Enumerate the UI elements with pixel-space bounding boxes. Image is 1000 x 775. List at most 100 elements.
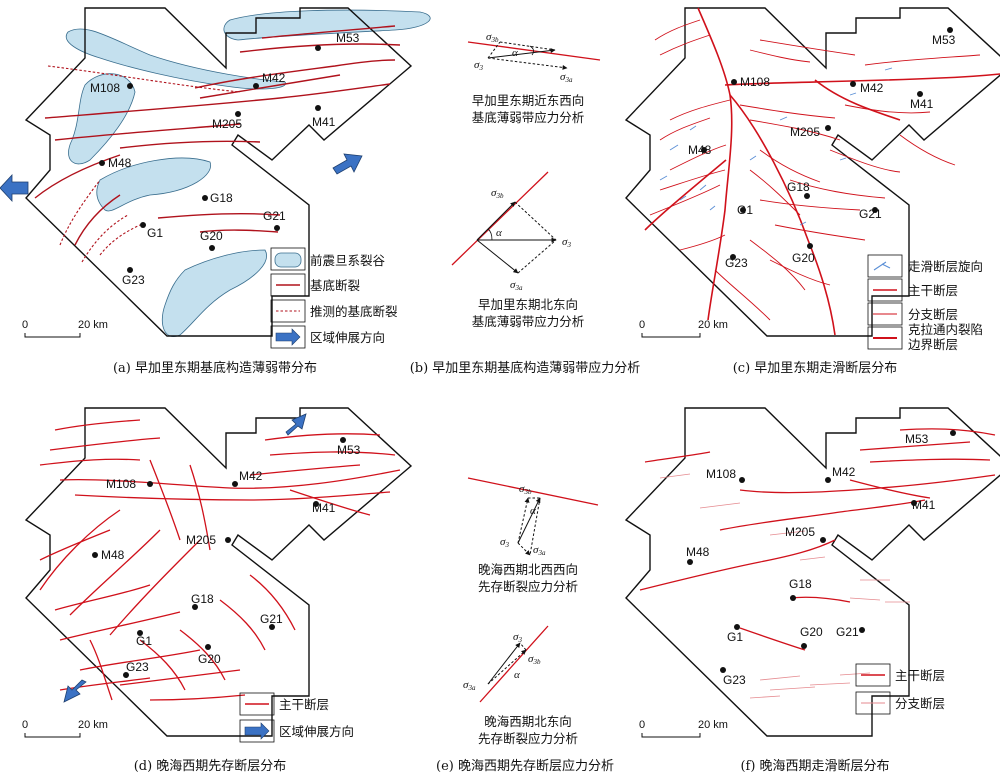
branch-fault [749, 695, 781, 699]
strike-slip-markers [659, 67, 893, 226]
fault-line [814, 79, 901, 121]
fault-line [54, 584, 151, 611]
fault-line [724, 73, 1000, 86]
fault-line [89, 639, 113, 701]
svg-text:20 km: 20 km [78, 319, 108, 331]
inferred-fault-line [99, 224, 141, 256]
well-label: M205 [212, 117, 242, 131]
fault-line [859, 441, 971, 451]
fault-line [219, 599, 266, 651]
branch-fault [759, 149, 821, 183]
legend: 主干断层 分支断层 [855, 663, 945, 715]
well-dot [225, 537, 231, 543]
svg-text:0: 0 [639, 319, 645, 331]
well-label: G20 [198, 652, 221, 666]
scale-bar: 0 20 km [639, 319, 728, 338]
svg-text:σ3: σ3 [562, 236, 571, 249]
well-dot [92, 552, 98, 558]
well-dot [235, 111, 241, 117]
fault-line [789, 596, 851, 603]
scale-bar: 0 20 km [22, 719, 108, 738]
fault-line [644, 159, 727, 231]
svg-text:σ3: σ3 [500, 536, 509, 549]
legend-label: 前震旦系裂谷 [310, 253, 386, 268]
well-dot [947, 27, 953, 33]
svg-text:20 km: 20 km [698, 319, 728, 331]
fault-line [194, 59, 396, 89]
strike-slip-marker [884, 67, 893, 71]
panel-caption: (f) 晚海西期走滑断层分布 [740, 759, 889, 774]
stress-diagram-top: σ3b σ3 σ3a α [467, 31, 601, 84]
legend-label: 分支断层 [908, 307, 958, 322]
legend-label: 基底断裂 [310, 278, 360, 293]
well-dot [730, 254, 736, 260]
well-label: G21 [260, 612, 283, 626]
well-dot [734, 624, 740, 630]
well-dot [872, 207, 878, 213]
rift-zone [96, 157, 212, 212]
well-dot [790, 595, 796, 601]
fault-line [59, 469, 401, 489]
well-label: G1 [727, 630, 743, 644]
fault-line [739, 474, 996, 494]
svg-text:0: 0 [22, 719, 28, 731]
fault-line [179, 629, 226, 681]
legend-label: 克拉通内裂陷 [908, 322, 983, 337]
well-dot [701, 147, 707, 153]
svg-text:σ3b: σ3b [486, 31, 499, 44]
strike-slip-marker [659, 175, 668, 181]
well-label: M42 [860, 81, 884, 95]
well-dot [127, 83, 133, 89]
well-dot [807, 243, 813, 249]
fault-line [269, 451, 396, 456]
svg-text:0: 0 [639, 719, 645, 731]
branch-fault [844, 104, 931, 114]
legend-swatch-arrow [244, 722, 270, 740]
well-label: M205 [785, 525, 815, 539]
fault-line [39, 458, 141, 466]
well-dot [205, 644, 211, 650]
svg-text:20 km: 20 km [78, 719, 108, 731]
fault-line [149, 694, 246, 701]
scale-bar: 0 20 km [639, 719, 728, 738]
well-dot [820, 537, 826, 543]
branch-fault [669, 144, 727, 171]
branch-fault [679, 234, 726, 251]
well-dot [825, 477, 831, 483]
panel-caption: (c) 早加里东期走滑断层分布 [733, 361, 898, 376]
well-label: G18 [789, 577, 812, 591]
well-label: M48 [108, 156, 132, 170]
well-dot [140, 222, 146, 228]
diagram-title: 早加里东期近东西向 [472, 93, 585, 108]
well-dot [192, 604, 198, 610]
svg-text:α: α [514, 669, 520, 681]
well-label: G18 [191, 592, 214, 606]
well-dot [687, 559, 693, 565]
svg-text:σ3a: σ3a [533, 544, 546, 557]
branch-fault [659, 117, 711, 141]
well-dot [202, 195, 208, 201]
main-faults [639, 428, 996, 651]
stress-diagram-bottom: σ3 σ3b σ3a α [463, 625, 549, 703]
strike-slip-marker [779, 116, 788, 121]
extension-arrows [0, 153, 363, 203]
strike-slip-marker [689, 125, 697, 131]
inferred-fault-line [81, 214, 129, 263]
branch-fault [759, 199, 861, 211]
well-label: G18 [210, 191, 233, 205]
branch-fault [659, 169, 726, 191]
stress-diagram-bottom: σ3b σ3 σ3a α [451, 171, 571, 292]
fault-line [639, 539, 836, 591]
branch-faults [659, 473, 910, 699]
fault-line [644, 451, 711, 463]
well-dot [315, 45, 321, 51]
fault-line [109, 539, 201, 636]
svg-text:σ3a: σ3a [463, 679, 476, 692]
legend-label: 推测的基底断裂 [310, 304, 398, 319]
well-label: G23 [723, 673, 746, 687]
well-label: G21 [836, 625, 859, 639]
svg-text:σ3a: σ3a [510, 279, 523, 292]
well-dot [209, 245, 215, 251]
fault-line [54, 419, 141, 431]
